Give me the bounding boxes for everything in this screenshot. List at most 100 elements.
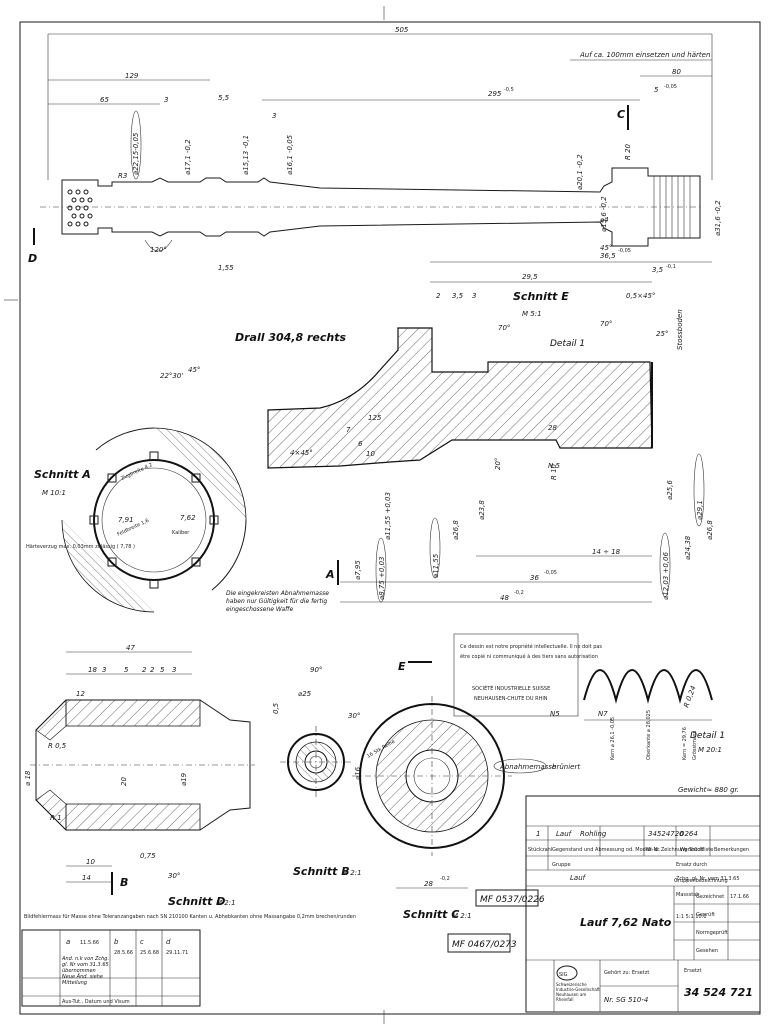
dim-18: 18 <box>88 666 97 674</box>
dim-d16: ⌀16,1 -0,05 <box>286 134 294 175</box>
svg-text:Gesehen: Gesehen <box>696 948 718 954</box>
kal-7-91: 7,91 <box>118 516 134 524</box>
dim-r1: R 1 <box>50 814 62 822</box>
schnitt-a-bore <box>93 459 215 581</box>
angle-90: 90° <box>310 666 322 674</box>
dim-36: 36 <box>530 574 539 582</box>
tb-pos: 1 <box>536 830 540 838</box>
dim-075: 0,75 <box>140 852 156 860</box>
svg-text:Stückzahl: Stückzahl <box>528 847 552 853</box>
svg-text:Ersatz durch: Ersatz durch <box>676 862 707 868</box>
rev-foot: Aus-Tut., Datum und Visum <box>62 999 130 1005</box>
svg-text:Ersetzt: Ersetzt <box>684 968 701 974</box>
dim-d25: ⌀25 <box>298 690 312 698</box>
dim-29-5: 29,5 <box>522 273 538 281</box>
dim-d22: ⌀22,15-0,05 <box>132 132 140 175</box>
dim-3-5b: 3,5 <box>452 292 464 300</box>
svg-text:⌀12,03 +0,06: ⌀12,03 +0,06 <box>662 552 670 600</box>
dim-05x45: 0,5×45° <box>626 292 655 300</box>
svg-text:⌀24,38: ⌀24,38 <box>684 535 692 560</box>
dim-3b: 3 <box>272 112 276 120</box>
marker-a: A <box>325 568 335 581</box>
dim-48-tol: -0,2 <box>514 590 524 596</box>
section-marker-d: D <box>28 252 37 265</box>
dim-47: 47 <box>126 644 135 652</box>
dim-4x45: 4×45° <box>290 449 313 457</box>
detail-r: R 0,24 <box>682 685 697 709</box>
svg-text:⌀8,75 +0,03: ⌀8,75 +0,03 <box>378 557 386 600</box>
schnitt-a-note: Härteverzug max. 0,03mm zulässig ( 7,78 … <box>26 544 135 550</box>
svg-text:⌀23,8: ⌀23,8 <box>478 500 486 520</box>
schnitt-a-scale: M 10:1 <box>42 489 66 497</box>
sheet-border <box>19 21 761 1015</box>
schnitt-b-scale: M 2:1 <box>342 869 362 877</box>
schnitt-c-title: Schnitt C <box>403 908 459 921</box>
dim-6: 6 <box>358 440 363 448</box>
serial-box-a <box>475 889 539 907</box>
svg-text:Gruppenbezeichnung: Gruppenbezeichnung <box>674 878 728 884</box>
dim-overall: 505 <box>395 26 409 34</box>
svg-text:⌀26,8: ⌀26,8 <box>706 520 714 540</box>
sig-logo <box>556 965 578 981</box>
rev-a-text: Änd. n.k von Zchg. gl. Nr vom 31.3.65 üb… <box>62 956 110 974</box>
stossboden: Stossboden <box>676 309 684 350</box>
svg-text:Normgeprüft: Normgeprüft <box>696 930 728 936</box>
tb-gruppe-val: Lauf <box>570 874 587 882</box>
dim-10: 10 <box>86 858 95 866</box>
svg-text:N5: N5 <box>550 710 560 718</box>
dim-3-5r: 3,5 <box>652 266 664 274</box>
dim-14: 14 <box>82 874 91 882</box>
bruniert: brüniert <box>552 763 580 771</box>
title-block: 1 Lauf Rohling 34524720 0264 Stückzahl G… <box>525 795 761 1013</box>
dim-d15: ⌀15,13 -0,1 <box>242 135 250 175</box>
dim-d16b: ⌀16 <box>354 766 362 780</box>
dim-10: 10 <box>366 450 375 458</box>
dim-80: 80 <box>672 68 681 76</box>
dim-d2a: 2 <box>142 666 147 674</box>
tb-company: Schweizerische Industrie-Gesellschaft Ne… <box>556 982 600 1002</box>
bottom-note: Bildfehlermass für Masse ohne Toleranzan… <box>24 914 356 920</box>
dim-36-tol: -0,05 <box>544 570 557 576</box>
detail-dim-3: Grösstmass <box>692 730 698 760</box>
svg-text:⌀11,55 +0,03: ⌀11,55 +0,03 <box>384 492 392 540</box>
dim-14-18: 14 ÷ 18 <box>592 548 621 556</box>
dim-20: 20° <box>494 458 502 470</box>
svg-text:N7: N7 <box>598 710 608 718</box>
kaliber: Kaliber <box>172 530 190 536</box>
svg-text:NEUHAUSEN-CHUTE DU RHIN: NEUHAUSEN-CHUTE DU RHIN <box>474 696 548 702</box>
dim-120: 120° <box>150 246 167 254</box>
rev-b-date: 28.5.66 <box>114 950 133 956</box>
dim-r20: R 20 <box>624 143 632 160</box>
ownership-stamp: Ce dessin est notre propriété intellectu… <box>453 633 608 718</box>
detail-dim-1: Oberkante ⌀ 28,025 <box>646 710 652 760</box>
svg-text:être copié ni communiqué à des: être copié ni communiqué à des tiers san… <box>460 653 598 660</box>
serial-box-b <box>447 933 511 953</box>
schnitt-d-view: 47 18 12 3 5 2 2 5 3 ⌀ 18 ⌀19 20 R 0,5 R… <box>24 644 255 908</box>
gewicht: Gewicht≈ 880 gr. <box>678 786 739 794</box>
tb-part: Lauf <box>556 830 573 838</box>
dim-d2b: 2 <box>150 666 155 674</box>
dim-d20: ⌀20,1 -0,2 <box>576 154 584 190</box>
circled-note-text: Die eingekreisten Abnahmemasse haben nur… <box>226 590 329 613</box>
dim-70b: 70° <box>600 320 612 328</box>
tb-gez-date: 17.1.66 <box>730 894 749 900</box>
svg-text:⌀25,6: ⌀25,6 <box>666 480 674 500</box>
rev-c-letter: c <box>140 938 144 946</box>
rev-a-letter: a <box>66 938 70 946</box>
rev-a-date: 11.5.66 <box>80 940 99 946</box>
dim-05b: 0,5 <box>272 702 280 714</box>
drall-label: Drall 304,8 rechts <box>235 331 346 344</box>
muzzle-brake-holes <box>67 189 93 227</box>
schnitt-d-scale: M 2:1 <box>216 899 236 907</box>
detail1-label: Detail 1 <box>550 339 585 349</box>
revision-table: a 11.5.66 b 28.5.66 c 25.6.68 d 29.11.71… <box>21 929 201 1007</box>
svg-text:Geprüft: Geprüft <box>696 912 715 918</box>
schnitt-e-scale: M 5:1 <box>522 310 542 318</box>
dim-12: 12 <box>76 690 85 698</box>
dim-45: 45° <box>600 244 612 252</box>
schnitt-c-view: E 28 -0,2 Schnitt C M 2:1 <box>352 660 512 921</box>
chamber-threads <box>653 176 691 238</box>
tb-nummer: 34524720 <box>648 830 684 838</box>
tb-sg-no: Nr. SG 510-4 <box>604 996 648 1004</box>
serial-b: MF 0467/0273 <box>452 940 517 950</box>
